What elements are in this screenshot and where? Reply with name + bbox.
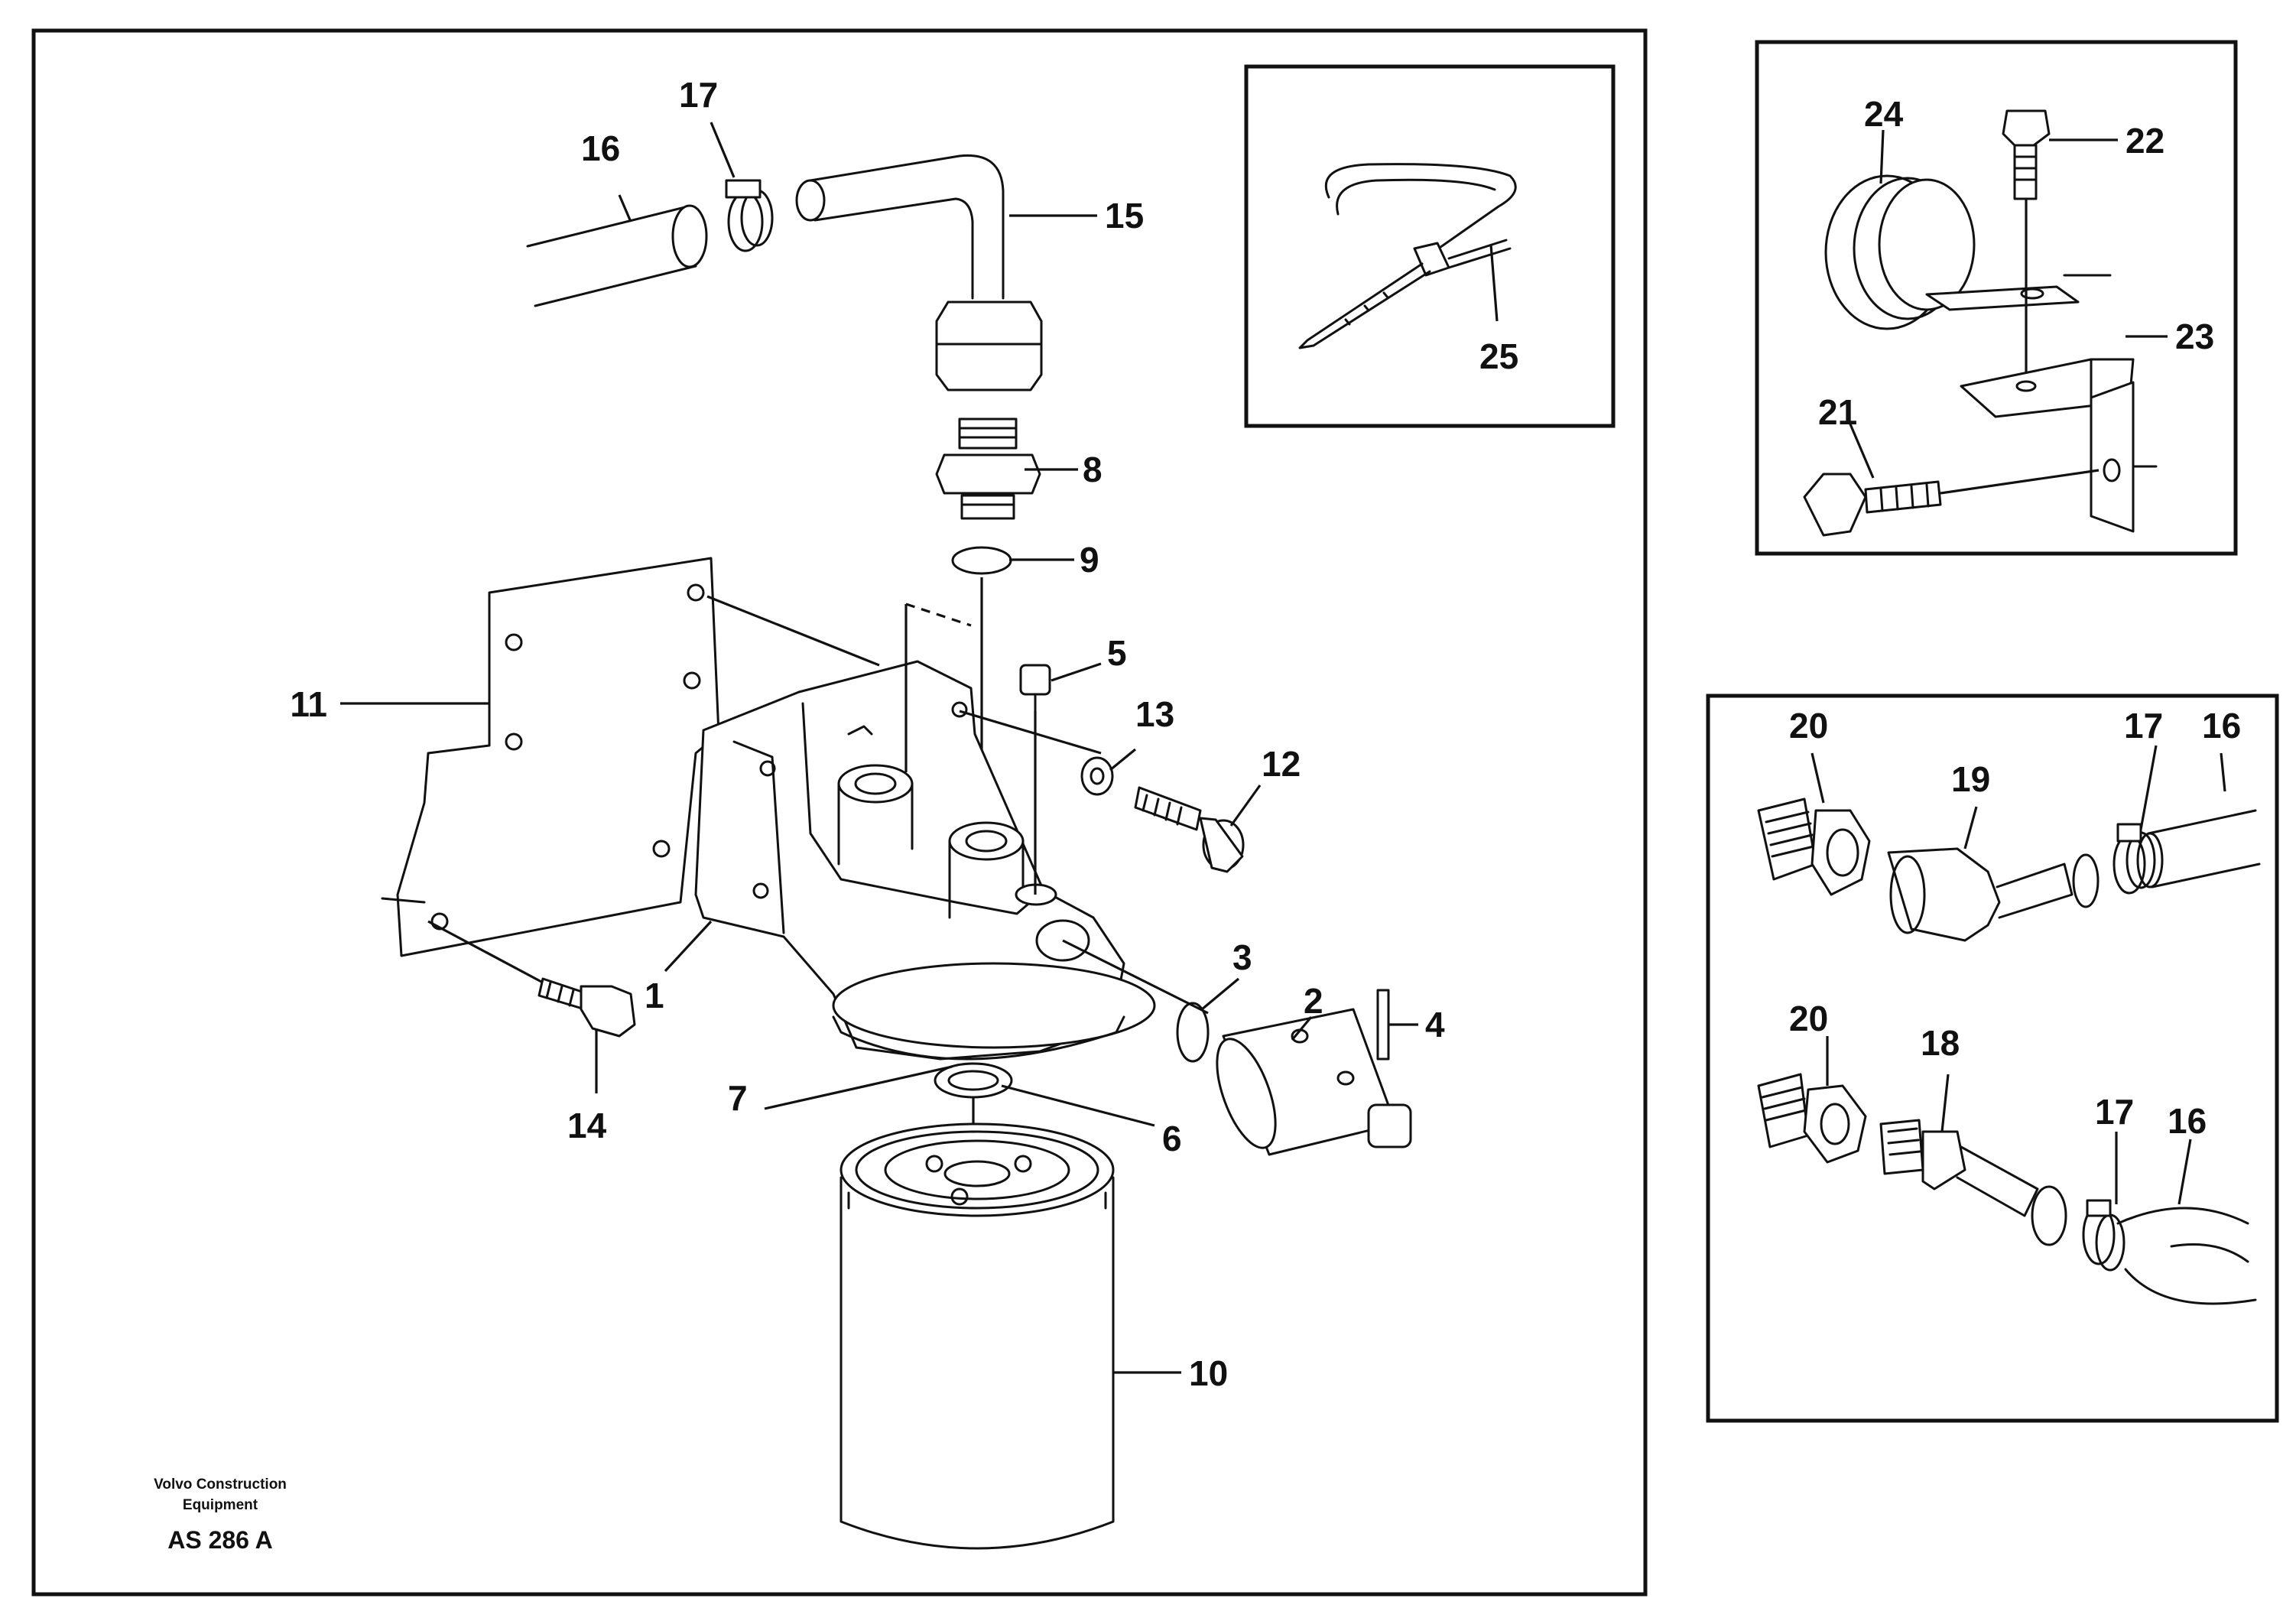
- callout-17: 17: [2124, 706, 2163, 746]
- callout-1: 1: [645, 976, 664, 1015]
- inset-fittings-frame: [1706, 694, 2279, 1423]
- union-fitting: [1757, 1073, 1867, 1164]
- callout-18: 18: [1921, 1023, 1960, 1063]
- callout-2: 2: [1304, 981, 1323, 1021]
- snap-ring: [1176, 1002, 1210, 1063]
- callout-16: 16: [581, 128, 620, 168]
- bolt: [1803, 469, 2100, 537]
- main-panel-frame: [31, 28, 1648, 1597]
- straight-fitting: [1879, 1119, 2067, 1246]
- union-fitting: [1757, 798, 1871, 896]
- bolt: [2002, 109, 2051, 394]
- inset-clamp-bracket-frame: [1755, 40, 2238, 556]
- pin: [1376, 989, 1390, 1061]
- callout-19: 19: [1951, 759, 1990, 799]
- callout-25: 25: [1479, 336, 1518, 376]
- callout-17: 17: [679, 75, 718, 115]
- bolt-and-washer: [1080, 756, 1245, 873]
- hose-clamp: [725, 179, 774, 252]
- callout-10: 10: [1189, 1353, 1228, 1393]
- inset-cable-tie-frame: [1244, 64, 1616, 428]
- callout-5: 5: [1107, 633, 1127, 673]
- oil-filter: [839, 1122, 1115, 1550]
- callout-20: 20: [1789, 706, 1828, 746]
- footer: Volvo Construction Equipment AS 286 A: [154, 1476, 287, 1554]
- main-leaders: [340, 122, 1418, 1374]
- callout-17: 17: [2095, 1092, 2134, 1132]
- elbow-fitting: [1887, 847, 2100, 942]
- hose: [526, 204, 708, 307]
- hose-clamp: [2082, 1199, 2126, 1272]
- inset-fittings-leaders: [1810, 745, 2226, 1205]
- callout-4: 4: [1425, 1005, 1445, 1044]
- adapter: [935, 417, 1041, 520]
- callout-24: 24: [1864, 94, 1904, 134]
- callout-12: 12: [1262, 744, 1301, 784]
- drawing-code: AS 286 A: [167, 1526, 273, 1554]
- main-panel: [31, 28, 1648, 1597]
- pipe: [795, 154, 1043, 391]
- callout-6: 6: [1162, 1119, 1182, 1158]
- callout-13: 13: [1135, 694, 1174, 734]
- callout-9: 9: [1080, 540, 1099, 580]
- callout-7: 7: [728, 1078, 748, 1118]
- callout-11: 11: [290, 684, 327, 724]
- bolt: [427, 920, 636, 1038]
- callout-16: 16: [2202, 706, 2241, 746]
- hose-clamp: [2113, 823, 2156, 895]
- rubber-clamp: [1824, 174, 2112, 330]
- hose: [2136, 809, 2261, 888]
- main-callouts: 1 2 3 4 5 6 7 8 9 10 11 12 13 14 15 16 1…: [290, 75, 1445, 1393]
- bracket: [1960, 358, 2158, 533]
- callout-21: 21: [1818, 392, 1857, 432]
- callout-22: 22: [2126, 121, 2164, 161]
- inset-clamp-leaders: [1847, 129, 2168, 479]
- filter-head: [694, 660, 1156, 1061]
- hose: [2116, 1207, 2257, 1305]
- footer-line1: Volvo Construction: [154, 1476, 287, 1493]
- callout-20: 20: [1789, 999, 1828, 1038]
- footer-line2: Equipment: [183, 1497, 258, 1513]
- screw: [1019, 664, 1051, 895]
- callout-14: 14: [567, 1106, 607, 1145]
- callout-23: 23: [2175, 317, 2214, 356]
- o-ring: [951, 546, 1012, 575]
- callout-3: 3: [1232, 937, 1252, 977]
- sealing-ring: [934, 1062, 1013, 1099]
- callout-15: 15: [1105, 196, 1144, 236]
- mounting-plate: [381, 557, 720, 957]
- callout-16: 16: [2168, 1101, 2207, 1141]
- plug: [1216, 1008, 1412, 1156]
- cable-tie: [1298, 163, 1517, 349]
- callout-8: 8: [1083, 450, 1103, 489]
